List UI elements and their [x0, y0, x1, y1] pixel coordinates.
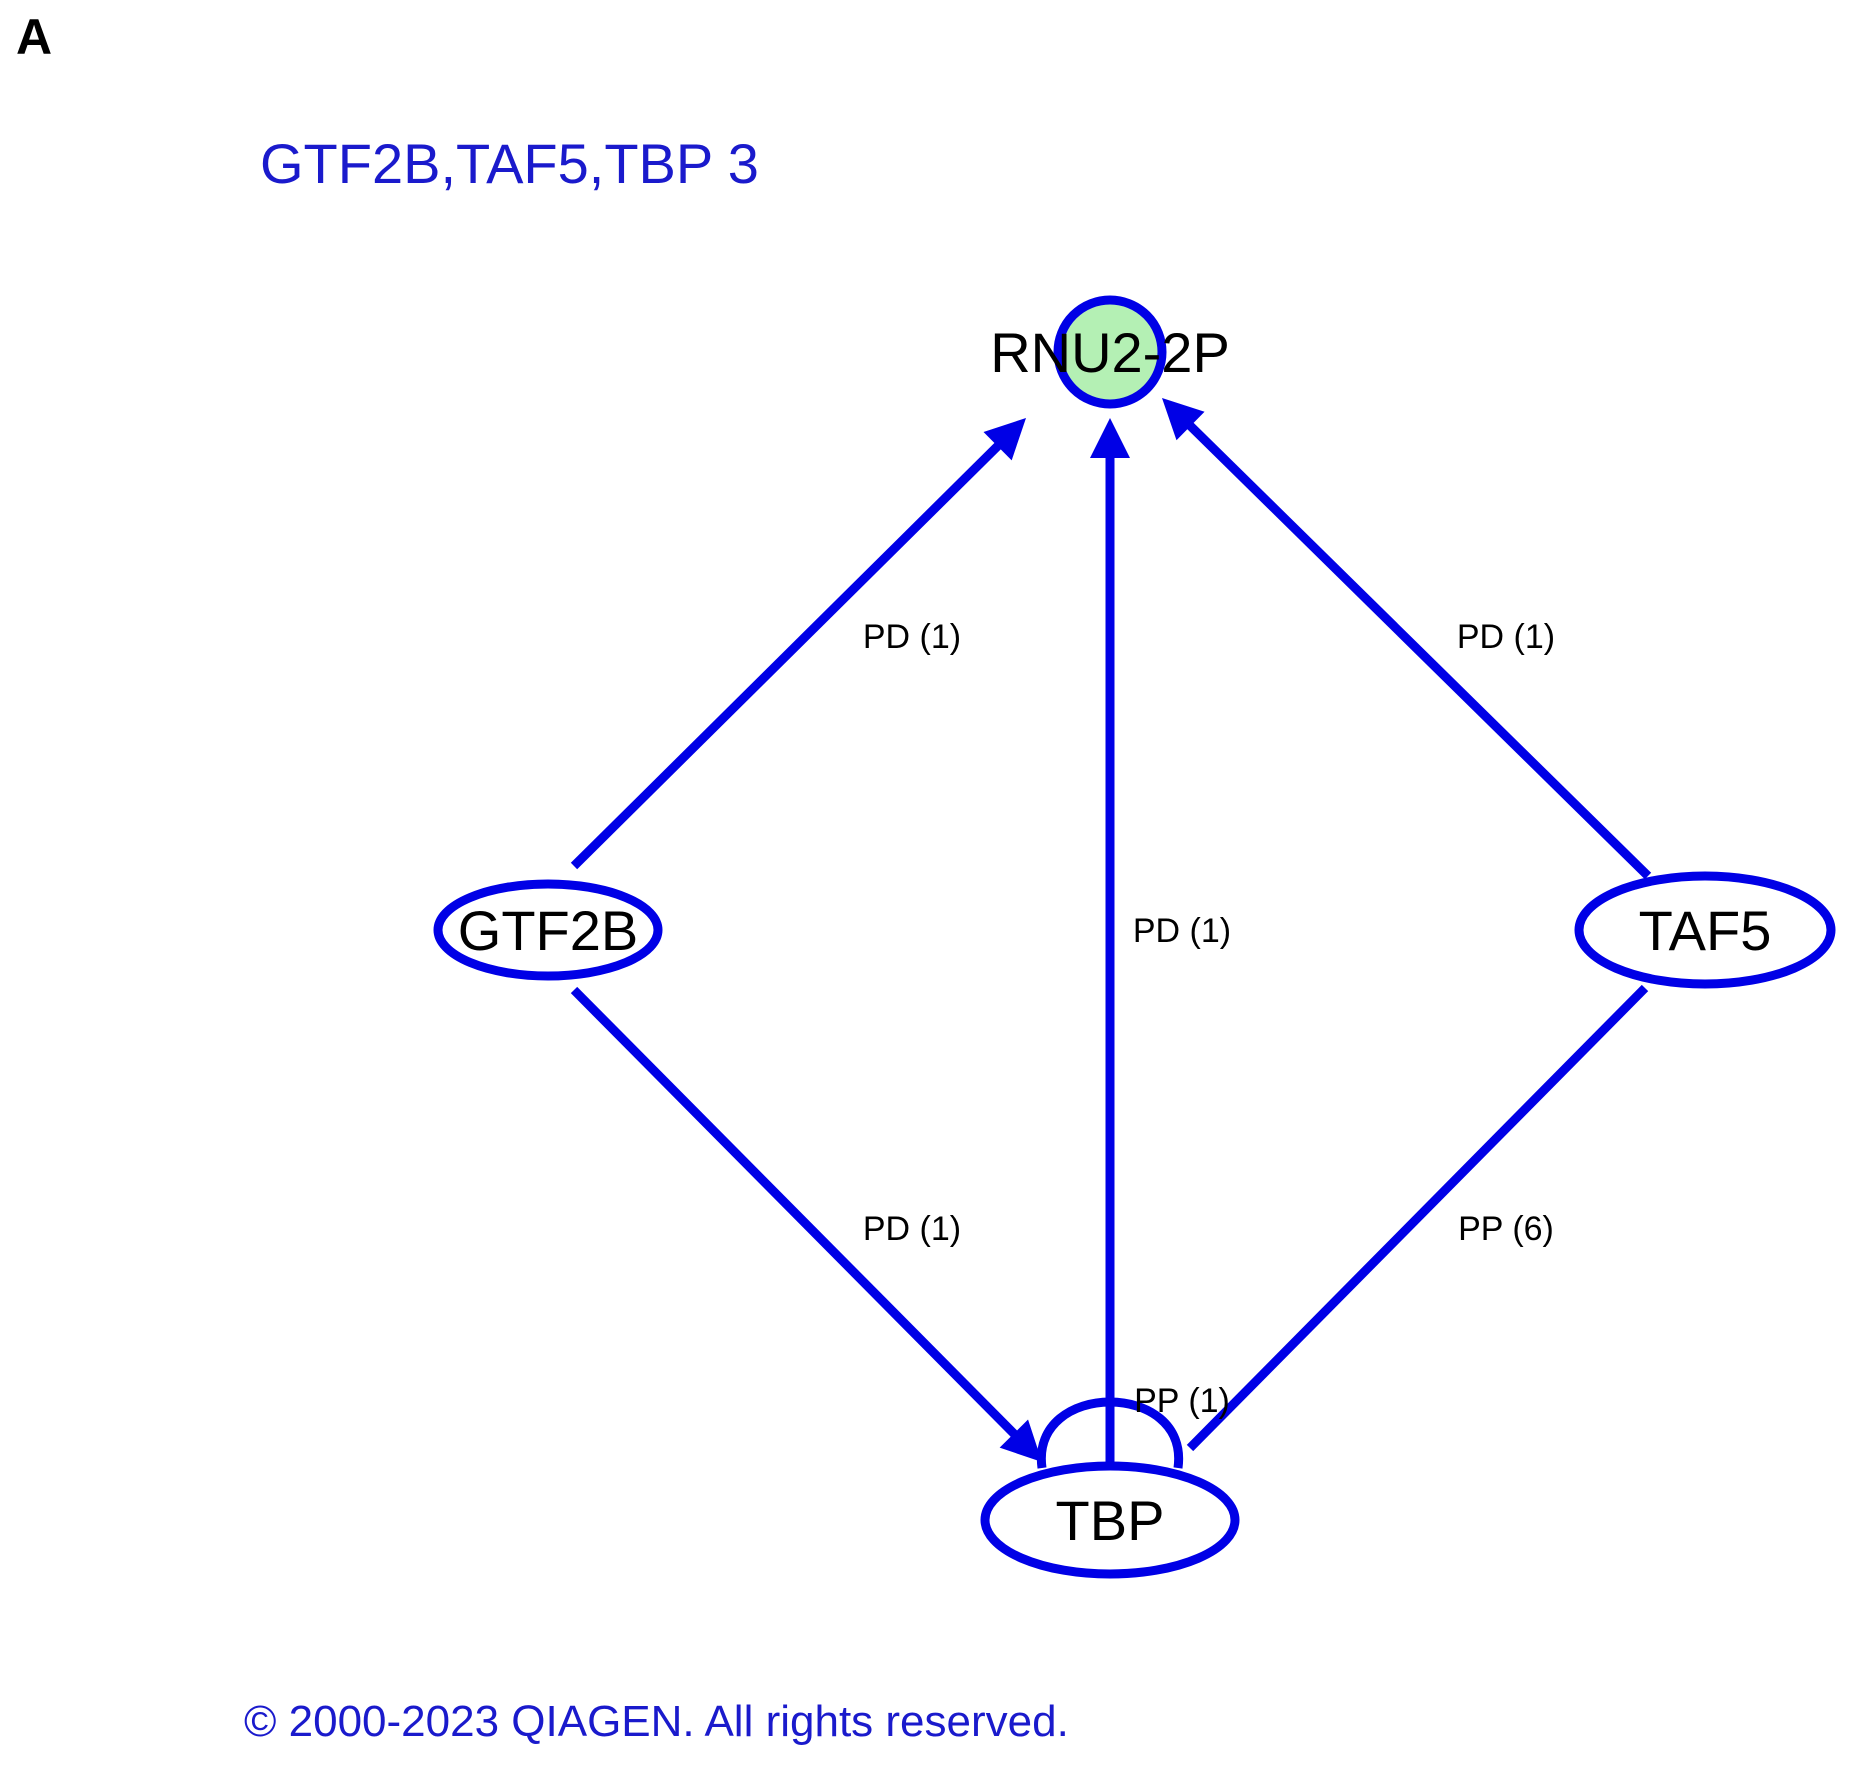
edge-label-taf5-to-rnu2-2p: PD (1) [1457, 618, 1555, 656]
node-shape-tbp [980, 1461, 1240, 1579]
node-tbp[interactable]: TBP [980, 1461, 1240, 1579]
edge-labels-layer: PD (1) PD (1) PD (1) PD (1) PP (6) PP (1) [863, 618, 1555, 1420]
edge-taf5-to-tbp [1186, 984, 1649, 1452]
edges-layer [570, 398, 1652, 1469]
node-label-rnu2-2p: RNU2-2P [990, 321, 1230, 384]
copyright-notice: © 2000-2023 QIAGEN. All rights reserved. [244, 1697, 1069, 1746]
edge-label-gtf2b-to-tbp: PD (1) [863, 1210, 961, 1248]
node-shape-taf5 [1574, 871, 1836, 989]
edge-label-tbp-to-tbp: PP (1) [1134, 1382, 1230, 1420]
node-shape-gtf2b [433, 879, 663, 981]
edge-label-gtf2b-to-rnu2-2p: PD (1) [863, 618, 961, 656]
node-shape-rnu2-2p [1053, 295, 1167, 409]
edge-taf5-to-rnu2-2p [1180, 415, 1652, 880]
edge-label-tbp-to-rnu2-2p: PD (1) [1133, 912, 1231, 950]
arrowhead-tbp-to-rnu2-2p [1090, 418, 1130, 458]
node-label-gtf2b: GTF2B [458, 899, 638, 962]
edge-gtf2b-to-rnu2-2p [570, 435, 1008, 870]
arrowhead-gtf2b-to-tbp [999, 1419, 1042, 1462]
arrowhead-gtf2b-to-rnu2-2p [983, 418, 1026, 461]
node-rnu2-2p[interactable]: RNU2-2P [990, 295, 1230, 409]
node-taf5[interactable]: TAF5 [1574, 871, 1836, 989]
node-label-taf5: TAF5 [1639, 899, 1772, 962]
network-title: GTF2B,TAF5,TBP 3 [260, 132, 759, 195]
node-label-tbp: TBP [1056, 1489, 1165, 1552]
panel-letter: A [16, 9, 53, 65]
edge-label-taf5-to-tbp: PP (6) [1458, 1210, 1554, 1248]
edge-gtf2b-to-tbp [570, 986, 1025, 1444]
self-loop-edge-tbp [1036, 1397, 1184, 1469]
node-gtf2b[interactable]: GTF2B [433, 879, 663, 981]
arrowhead-taf5-to-rnu2-2p [1162, 398, 1205, 441]
